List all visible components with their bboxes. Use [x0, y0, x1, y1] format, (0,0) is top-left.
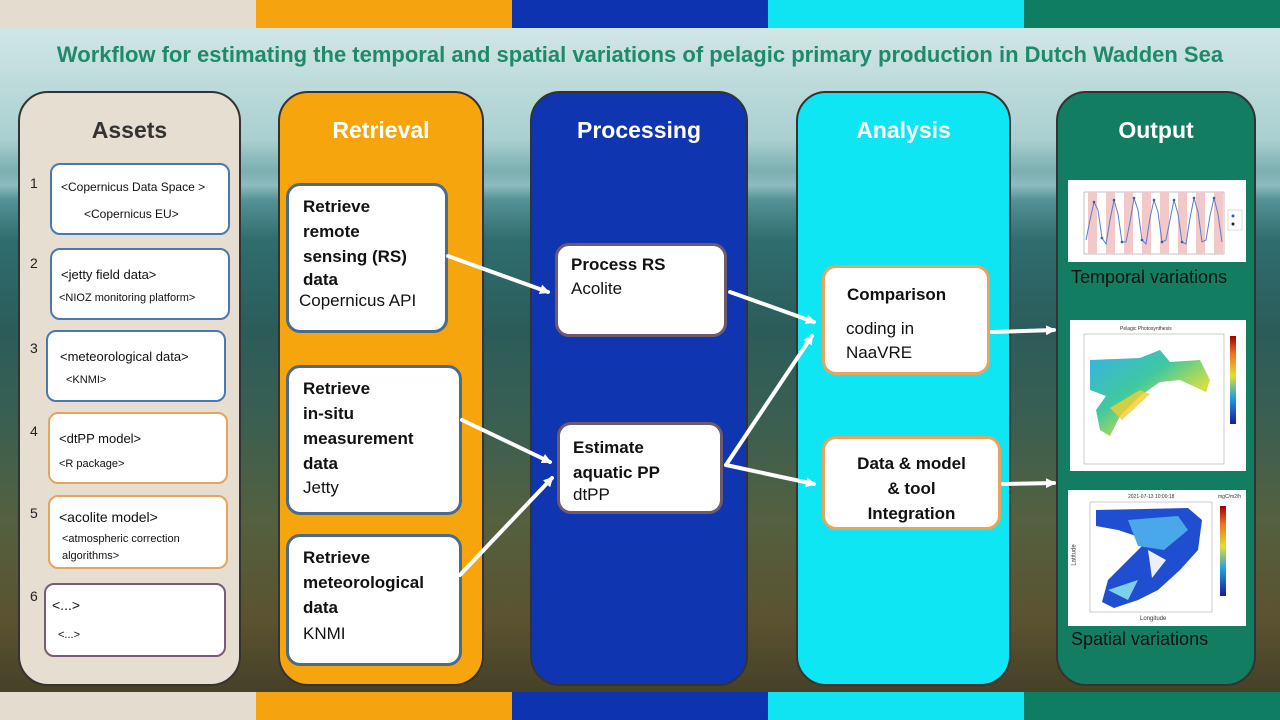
x-axis-label: Longitude: [1140, 616, 1167, 622]
asset-dtpp: <dtPP model> <R package>: [48, 412, 228, 484]
processing-header: Processing: [577, 117, 701, 143]
box-label: Retrieve: [303, 548, 371, 567]
box-label: Process RS: [571, 255, 666, 274]
box-tool: dtPP: [573, 485, 610, 504]
box-label: measurement: [303, 429, 414, 448]
temporal-chart-thumbnail: [1068, 180, 1246, 262]
box-label: Integration: [867, 504, 956, 523]
box-label: data: [303, 454, 338, 473]
process-rs-box: Process RS Acolite: [555, 243, 727, 337]
asset-more: <...> <...>: [44, 583, 226, 657]
asset-number: 2: [30, 255, 38, 271]
analysis-header: Analysis: [856, 117, 951, 143]
spatial-variations-label: Spatial variations: [1071, 629, 1209, 649]
asset-copernicus: <Copernicus Data Space > <Copernicus EU>: [50, 163, 230, 235]
diagram-title: Workflow for estimating the temporal and…: [56, 42, 1224, 67]
temporal-chart-graphic: [1083, 191, 1243, 255]
asset-title: <Copernicus Data Space >: [61, 180, 206, 194]
arrow-estimate-to-comparison: [724, 334, 814, 467]
asset-source-cont: algorithms>: [62, 550, 120, 562]
asset-source: <atmospheric correction: [62, 533, 180, 545]
retrieval-header: Retrieval: [332, 117, 430, 143]
box-label: Retrieve: [303, 197, 371, 216]
arrow-insitu-to-estimate: [460, 418, 552, 464]
bar-seg-5: [1024, 0, 1280, 28]
arrow-estimate-to-integration: [724, 463, 816, 488]
asset-meteorological: <meteorological data> <KNMI>: [46, 330, 226, 402]
arrow-process-to-comparison: [728, 290, 816, 325]
box-label: data: [303, 598, 338, 617]
asset-title: <dtPP model>: [59, 431, 142, 446]
output-header: Output: [1118, 117, 1194, 143]
comparison-box: Comparison coding in NaaVRE: [822, 265, 990, 375]
box-label: Estimate: [573, 438, 644, 457]
bar-seg-2: [256, 0, 512, 28]
box-label: in-situ: [303, 404, 354, 423]
bar-seg-4: [768, 0, 1024, 28]
bottom-color-bar: [0, 692, 1280, 720]
box-tool: Jetty: [303, 478, 339, 497]
box-label: Data & model: [857, 454, 966, 473]
integration-box: Data & model & tool Integration: [822, 436, 1001, 530]
box-tool: NaaVRE: [846, 343, 913, 362]
bar-seg-3: [512, 0, 768, 28]
pp-map-thumbnail: Pelagic Photosynthesis: [1070, 320, 1246, 471]
box-tool: KNMI: [303, 624, 346, 643]
temporal-variations-label: Temporal variations: [1071, 267, 1228, 287]
retrieve-meteo-box: Retrieve meteorological data KNMI: [286, 534, 462, 666]
box-label: data: [303, 270, 338, 289]
legend-unit: mgC/m2/h: [1218, 494, 1242, 500]
arrow-integration-to-spatial: [1001, 478, 1056, 489]
assets-header: Assets: [91, 117, 168, 143]
map-title: Pelagic Photosynthesis: [1120, 326, 1172, 332]
asset-source: <KNMI>: [66, 374, 107, 386]
asset-number: 4: [30, 423, 38, 439]
top-color-bar: [0, 0, 1280, 28]
asset-title: <acolite model>: [59, 509, 158, 525]
box-label: remote: [303, 222, 360, 241]
asset-title: <...>: [52, 597, 81, 613]
box-label: & tool: [887, 479, 936, 498]
box-tool: Copernicus API: [299, 291, 417, 310]
retrieve-insitu-box: Retrieve in-situ measurement data Jetty: [286, 365, 462, 515]
pp-map-graphic: [1083, 333, 1236, 465]
box-label: aquatic PP: [573, 463, 660, 482]
bar-seg-3: [512, 692, 768, 720]
bar-seg-5: [1024, 692, 1280, 720]
bar-seg-4: [768, 692, 1024, 720]
asset-source: <...>: [58, 629, 81, 641]
box-label: meteorological: [303, 573, 424, 592]
asset-source: <Copernicus EU>: [84, 207, 179, 221]
bar-seg-1: [0, 692, 256, 720]
asset-title: <meteorological data>: [60, 349, 189, 364]
box-label: Retrieve: [303, 379, 371, 398]
box-tool: coding in: [846, 319, 915, 338]
processing-column: Processing: [530, 91, 748, 686]
bar-seg-2: [256, 692, 512, 720]
asset-jetty: <jetty field data> <NIOZ monitoring plat…: [50, 248, 230, 320]
asset-source: <R package>: [59, 458, 125, 470]
asset-number: 6: [30, 588, 38, 604]
arrow-rs-to-process: [446, 254, 550, 294]
asset-number: 1: [30, 175, 38, 191]
asset-number: 3: [30, 340, 38, 356]
map-title: 2021-07-13 10:00:18: [1128, 494, 1175, 500]
arrow-comparison-to-temporal: [990, 325, 1056, 336]
asset-number: 5: [30, 505, 38, 521]
asset-acolite: <acolite model> <atmospheric correction …: [48, 495, 228, 569]
retrieve-rs-box: Retrieve remote sensing (RS) data Copern…: [286, 183, 448, 333]
spatial-map-graphic: [1089, 501, 1226, 613]
analysis-column: Analysis: [796, 91, 1011, 686]
spatial-map-thumbnail: 2021-07-13 10:00:18 mgC/m2/h Longitude L…: [1068, 490, 1246, 626]
box-tool: Acolite: [571, 279, 623, 298]
box-label: sensing (RS): [303, 247, 407, 266]
estimate-pp-box: Estimate aquatic PP dtPP: [557, 422, 723, 514]
asset-source: <NIOZ monitoring platform>: [59, 292, 196, 304]
bar-seg-1: [0, 0, 256, 28]
asset-title: <jetty field data>: [61, 267, 157, 282]
arrow-meteo-to-estimate: [458, 476, 554, 577]
box-label: Comparison: [847, 285, 947, 304]
